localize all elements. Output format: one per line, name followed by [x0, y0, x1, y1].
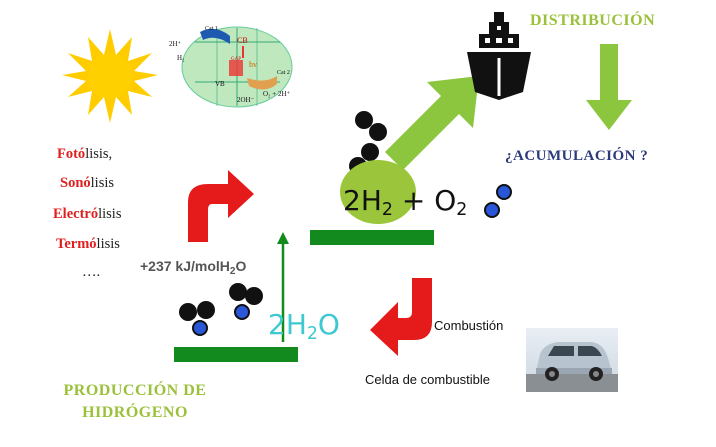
car-icon — [526, 328, 618, 392]
energy-suffix: O — [235, 258, 246, 274]
water-formula: 2H2O — [268, 308, 340, 344]
inset-cat2-label: Cat 2 — [277, 70, 290, 76]
method-suffix: lisis — [91, 175, 114, 191]
h2-coef: 2H — [343, 184, 382, 217]
method-suffix: lisis, — [85, 146, 112, 162]
energy-label: +237 kJ/molH2O — [140, 258, 246, 277]
red-curved-arrow-down — [370, 278, 440, 358]
oxygen-molecule — [480, 180, 520, 220]
water-subscript: 2 — [307, 324, 318, 344]
o2-subscript: 2 — [456, 200, 467, 220]
water-molecules — [176, 282, 276, 342]
production-label: PRODUCCIÓN DE HIDRÓGENO — [0, 380, 270, 424]
method-prefix: Electró — [53, 206, 98, 222]
production-bar — [174, 347, 298, 362]
accumulation-label: ¿ACUMULACIÓN ? — [505, 148, 648, 165]
inset-oh-label: 2OH⁻ — [237, 96, 254, 104]
inset-hplus-label: 2H⁺ — [169, 40, 181, 48]
method-thermolysis: Termólisis — [56, 236, 120, 253]
energy-prefix: +237 kJ/molH — [140, 258, 230, 274]
method-photolysis: Fotólisis, — [57, 146, 112, 163]
inset-gap-label: GAP — [231, 57, 241, 62]
photocatalysis-inset: Cat 1 CB GAP hv VB Cat 2 2H⁺ H₂ 2OH⁻ O₂ … — [165, 22, 310, 112]
h2-subscript: 2 — [382, 200, 393, 220]
methods-ellipsis: …. — [82, 264, 100, 281]
method-electrolysis: Electrólisis — [53, 206, 121, 223]
reaction-equation: 2H2 + O2 — [343, 184, 467, 220]
method-prefix: Sonó — [60, 175, 91, 191]
ship-icon — [463, 12, 535, 100]
sun-icon — [60, 25, 160, 125]
inset-h2-label: H₂ — [177, 54, 185, 62]
inset-cb-label: CB — [237, 36, 248, 45]
water-coef: 2H — [268, 308, 307, 341]
hydrogen-bar — [310, 230, 434, 245]
method-prefix: Termó — [56, 236, 97, 252]
production-line1: PRODUCCIÓN DE — [0, 380, 270, 402]
inset-cat1-label: Cat 1 — [205, 26, 218, 32]
o2-symbol: O — [434, 184, 456, 217]
plus-sign: + — [393, 184, 434, 217]
inset-vb-label: VB — [215, 80, 225, 88]
water-o: O — [318, 308, 340, 341]
inset-hv-label: hv — [249, 60, 257, 69]
method-sonolysis: Sonólisis — [60, 175, 114, 192]
fuel-cell-label: Celda de combustible — [365, 372, 490, 387]
car-photo — [526, 328, 618, 392]
red-curved-arrow-up — [180, 156, 260, 246]
combustion-label: Combustión — [434, 318, 503, 333]
inset-o2-label: O₂ + 2H⁺ — [263, 90, 290, 98]
method-prefix: Fotó — [57, 146, 85, 162]
production-line2: HIDRÓGENO — [0, 402, 270, 424]
method-suffix: lisis — [97, 236, 120, 252]
method-suffix: lisis — [98, 206, 121, 222]
green-down-arrow — [584, 44, 634, 132]
distribution-label: DISTRIBUCIÓN — [530, 12, 655, 30]
